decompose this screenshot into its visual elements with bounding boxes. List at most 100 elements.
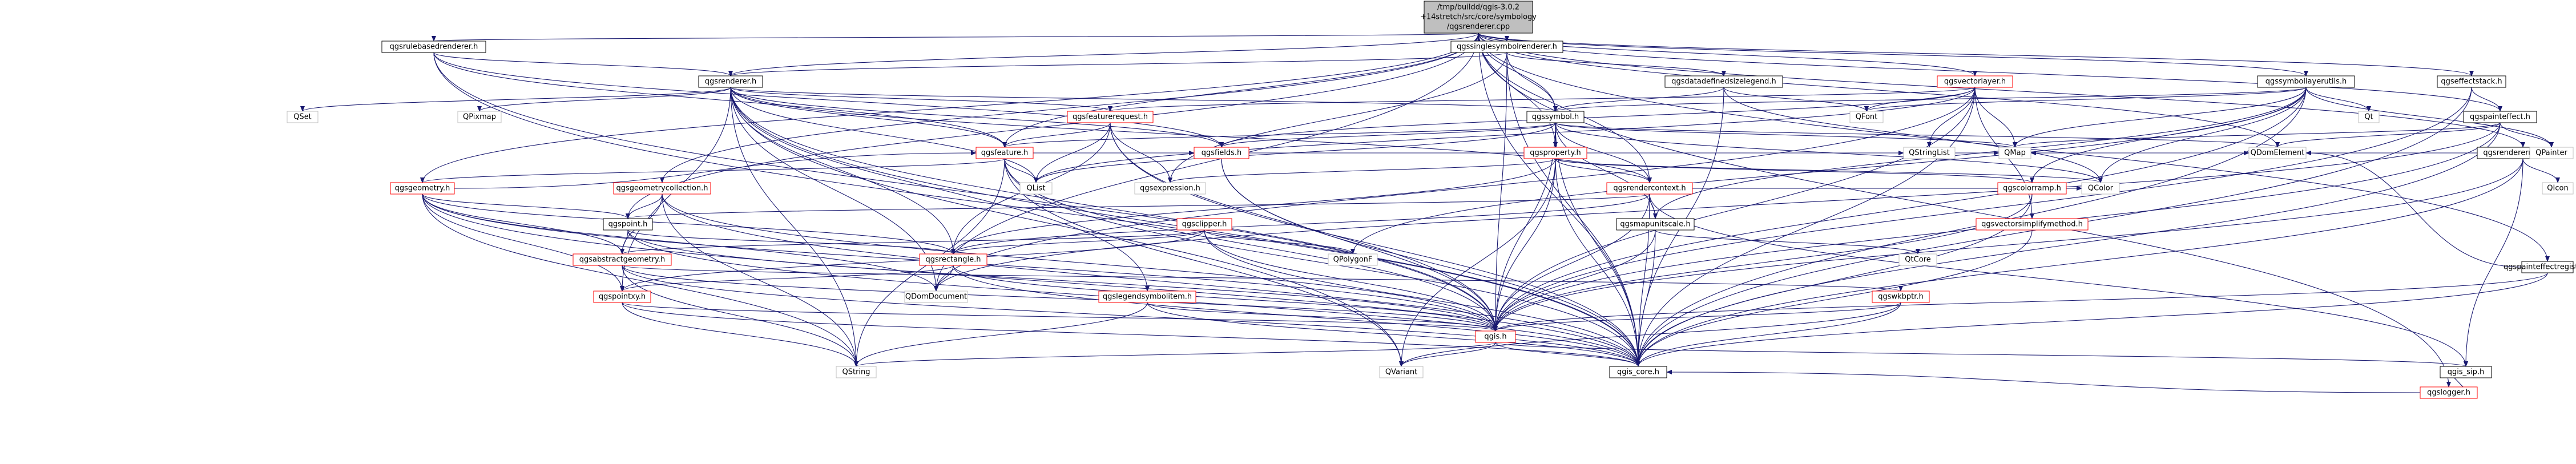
node-label: qgsvectorsimplifymethod.h [1981, 220, 2083, 229]
node-label: QPolygonF [1333, 256, 1373, 264]
edge-qgsclipper-to-QPolygonF [1204, 229, 1355, 255]
edge-qgsdatadefinedsizelegend-to-qgssymbol [1553, 87, 1724, 112]
qgsvectorsimplifymethod-node[interactable]: qgsvectorsimplifymethod.h [1976, 218, 2089, 231]
edge-qgsfeature-to-qgis [1004, 158, 1498, 332]
qgsmapunitscale-node[interactable]: qgsmapunitscale.h [1616, 218, 1695, 231]
qgis-node[interactable]: qgis.h [1475, 330, 1516, 343]
qgsrulebasedrenderer-node[interactable]: qgsrulebasedrenderer.h [381, 41, 486, 53]
edge-qgsgeometrycollection-to-QString [662, 193, 858, 367]
node-label: qgsmapunitscale.h [1620, 220, 1690, 229]
qgsfields-node[interactable]: qgsfields.h [1194, 147, 1249, 159]
edge-root-to-qgslogger [1478, 33, 2451, 388]
edge-qgsproperty-to-qgis_core [1555, 158, 1640, 367]
node-label: qgsrulebasedrenderer.h [390, 43, 478, 51]
node-label: QList [1027, 184, 1046, 193]
edge-qgsrendercontext-to-qgsrectangle [951, 193, 1650, 255]
qgseffectstack-node[interactable]: qgseffectstack.h [2437, 75, 2506, 88]
qgis-sip-node[interactable]: qgis_sip.h [2440, 366, 2492, 378]
qgis-core-node[interactable]: qgis_core.h [1609, 366, 1667, 378]
edge-qgssymbol-to-qgsfields [1219, 122, 1556, 148]
qdomelement-node[interactable]: QDomElement [2248, 147, 2307, 159]
qset-node[interactable]: QSet [287, 111, 319, 123]
edge-qgsvectorlayer-to-qgis [1493, 87, 1976, 332]
qstringlist-node[interactable]: QStringList [1903, 147, 1956, 159]
qgsproperty-node[interactable]: qgsproperty.h [1523, 147, 1587, 159]
edge-root-to-qgsfeature [1002, 33, 1479, 148]
qgsgeometrycollection-node[interactable]: qgsgeometrycollection.h [613, 182, 711, 195]
edge-qgsmapunitscale-to-qgis_core [1636, 229, 1656, 367]
graph-nodes: /tmp/buildd/qgis-3.0.2 +14stretch/src/co… [287, 1, 2576, 399]
edge-root-to-qgsproperty [1478, 33, 1558, 148]
node-label: QVariant [1385, 368, 1417, 377]
qtcore-node[interactable]: QtCore [1898, 253, 1937, 266]
edge-qgspointxy-to-qgis [622, 302, 1498, 332]
node-label: qgspointxy.h [599, 293, 646, 301]
qicon-node[interactable]: QIcon [2542, 182, 2574, 195]
edge-qgssymbollayerutils-to-QPainter [2305, 87, 2554, 148]
node-label: qgsabstractgeometry.h [579, 256, 665, 264]
edge-qgspointxy-to-qgis_core [622, 302, 1640, 367]
qgspainteffect-node[interactable]: qgspainteffect.h [2463, 111, 2537, 123]
edge-qgsrulebasedrenderer-to-qgsfeature [433, 52, 1007, 148]
qgslegendsymbolitem-node[interactable]: qgslegendsymbolitem.h [1098, 290, 1196, 303]
edge-qgsrectangle-to-qgis [953, 265, 1498, 332]
qgsclipper-node[interactable]: qgsclipper.h [1176, 218, 1232, 231]
qt-node[interactable]: Qt [2358, 111, 2380, 123]
qgsfeature-node[interactable]: qgsfeature.h [975, 147, 1034, 159]
qgsgeometry-node[interactable]: qgsgeometry.h [390, 182, 455, 195]
qgsfeaturerequest-node[interactable]: qgsfeaturerequest.h [1067, 111, 1154, 123]
qstring-node[interactable]: QString [836, 366, 877, 378]
node-label: qgspoint.h [608, 220, 648, 229]
edge-qgsfeature-to-QVariant [1004, 158, 1404, 367]
qgscolorramp-node[interactable]: qgscolorramp.h [1997, 182, 2067, 195]
qgspainteffectregistry-node[interactable]: qgspainteffectregistry.h [2504, 261, 2576, 273]
node-label: qgslogger.h [2427, 389, 2470, 397]
qgsvectorlayer-node[interactable]: qgsvectorlayer.h [1937, 75, 2013, 88]
qcolor-node[interactable]: QColor [2081, 182, 2120, 195]
qmap-node[interactable]: QMap [1998, 147, 2031, 159]
qgsexpression-node[interactable]: qgsexpression.h [1134, 182, 1206, 195]
qfont-node[interactable]: QFont [1849, 111, 1884, 123]
qpolygonf-node[interactable]: QPolygonF [1328, 253, 1378, 266]
node-label: qgsvectorlayer.h [1944, 78, 2006, 86]
edge-qgsrenderer-to-QString [730, 87, 858, 367]
qgslogger-node[interactable]: qgslogger.h [2420, 386, 2478, 399]
qgssymbol-node[interactable]: qgssymbol.h [1526, 111, 1585, 123]
edge-qgspoint-to-qgsrectangle [627, 229, 956, 255]
qpixmap-node[interactable]: QPixmap [457, 111, 502, 123]
qgsdatadefinedsizelegend-node[interactable]: qgsdatadefinedsizelegend.h [1664, 75, 1783, 88]
qlist-node[interactable]: QList [1019, 182, 1053, 195]
edge-qgssymbollayerutils-to-QFont [1864, 87, 2307, 112]
edge-qgsrectangle-to-QDomDocument [934, 265, 954, 292]
qgssinglesymbolrenderer-node[interactable]: qgssinglesymbolrenderer.h [1450, 41, 1563, 53]
qgspointxy-node[interactable]: qgspointxy.h [593, 290, 651, 303]
qvariant-node[interactable]: QVariant [1379, 366, 1424, 378]
edge-qgis-to-qgis_sip [1495, 342, 2468, 367]
edge-qgsgeometry-to-qgsabstractgeometry [422, 193, 624, 255]
node-label: QPainter [2535, 149, 2567, 158]
qgsabstractgeometry-node[interactable]: qgsabstractgeometry.h [573, 253, 672, 266]
qpainter-node[interactable]: QPainter [2529, 147, 2574, 159]
node-label: QFont [1856, 113, 1878, 122]
node-label: QMap [2004, 149, 2026, 158]
edge-qgsfeature-to-QList [1004, 158, 1038, 183]
root-file-node[interactable]: /tmp/buildd/qgis-3.0.2 +14stretch/src/co… [1420, 1, 1537, 34]
edge-qgssinglesymbolrenderer-to-qgsexpression [1168, 52, 1507, 183]
qgsrectangle-node[interactable]: qgsrectangle.h [919, 253, 987, 266]
edge-qgsrenderer-to-qgsfeature [730, 87, 1007, 148]
qgsrenderer-node[interactable]: qgsrenderer.h [698, 75, 763, 88]
node-label: qgspainteffect.h [2470, 113, 2530, 122]
edge-qgsrendererregistry-to-qgis_sip [2464, 158, 2523, 367]
qgspoint-node[interactable]: qgspoint.h [603, 218, 653, 231]
edge-qgsproperty-to-qgis [1493, 158, 1556, 332]
qgssymbollayerutils-node[interactable]: qgssymbollayerutils.h [2257, 75, 2355, 88]
qgswkbptr-node[interactable]: qgswkbptr.h [1872, 290, 1930, 303]
qgsrendercontext-node[interactable]: qgsrendercontext.h [1606, 182, 1693, 195]
edge-qgsproperty-to-QColor [1555, 158, 2103, 183]
edge-root-to-qgsrendererregistry [1478, 33, 2525, 148]
node-label: qgswkbptr.h [1878, 293, 1924, 301]
qdomdocument-node[interactable]: QDomDocument [904, 290, 968, 303]
node-label: QSet [293, 113, 312, 122]
edge-qgsrenderer-to-QPixmap [477, 87, 731, 112]
edge-qgssymbol-to-qgis_core [1555, 122, 1640, 367]
